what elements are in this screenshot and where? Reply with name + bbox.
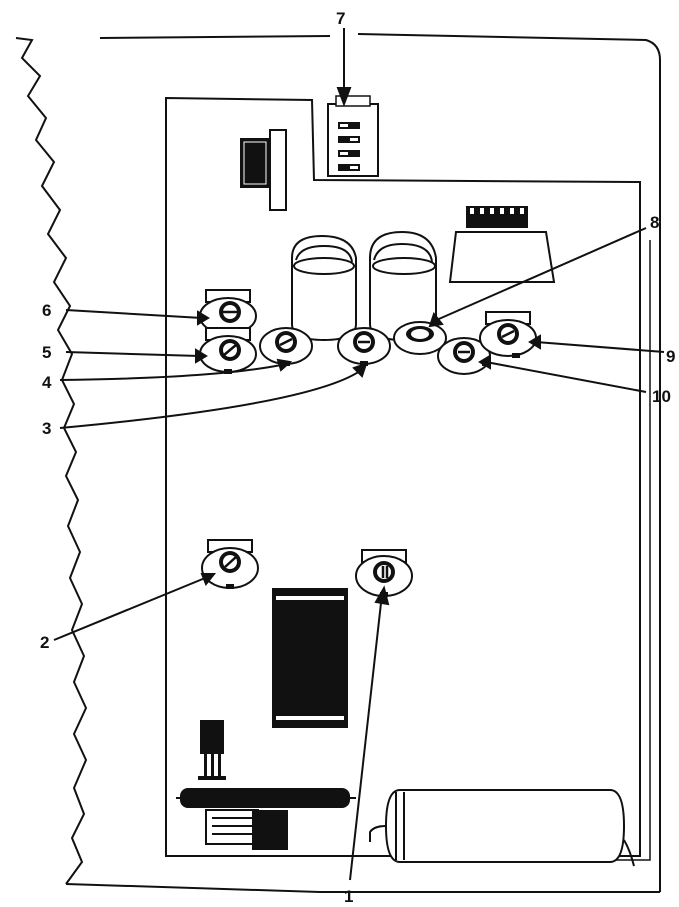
edge-connector: [240, 129, 287, 211]
capacitor-bottom: [369, 789, 635, 867]
callout-5: 5: [42, 343, 51, 362]
callout-4: 4: [42, 373, 52, 392]
resistor: [176, 788, 356, 808]
callout-9: 9: [666, 347, 675, 366]
callout-7: 7: [336, 9, 345, 28]
trimmer-pot-8: [393, 321, 447, 355]
trimmer-pot-1: [355, 549, 413, 597]
pcb-board: [165, 96, 651, 861]
trimmer-pot-2: [201, 539, 259, 589]
bottom-connector: [205, 809, 288, 850]
callout-8: 8: [650, 213, 659, 232]
callout-6: 6: [42, 301, 51, 320]
transistor: [198, 720, 226, 780]
callout-3: 3: [42, 419, 51, 438]
callout-labels: 7 6 5 4 3 8 9 10 2 1: [40, 9, 675, 906]
callout-2: 2: [40, 633, 49, 652]
dip-switch: [327, 95, 379, 177]
trimmer-pot-4: [259, 327, 313, 366]
capacitor-left: [291, 234, 357, 342]
trimmer-pot-3: [337, 327, 391, 366]
trimmer-pot-9: [479, 311, 537, 358]
trimmer-pot-5: [199, 327, 257, 374]
transformer-block: [272, 588, 348, 728]
callout-1: 1: [344, 887, 353, 906]
pin-header: [448, 206, 556, 283]
callout-10: 10: [652, 387, 671, 406]
trimmer-pot-10: [437, 337, 491, 375]
leader-lines: [53, 28, 665, 881]
